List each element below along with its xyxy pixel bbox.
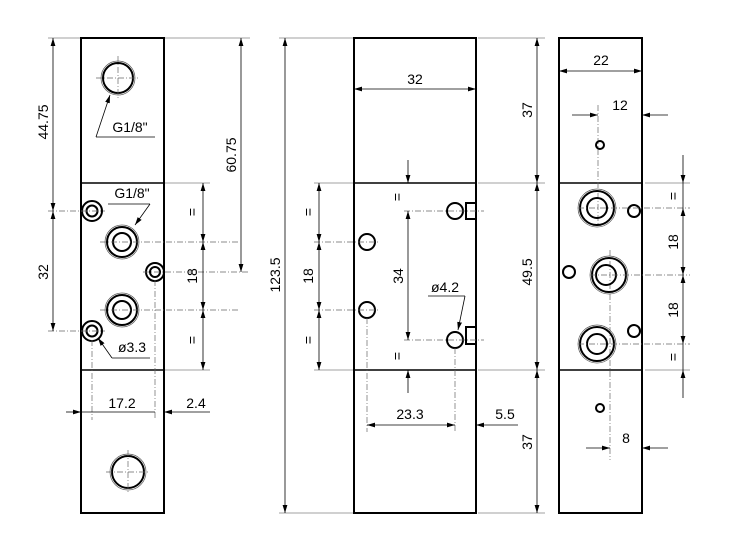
dim-32-mid: 32	[407, 71, 423, 87]
middle-body	[353, 37, 477, 514]
dim-2-4: 2.4	[186, 395, 206, 411]
dim-eq: =	[665, 353, 681, 361]
port-bottom	[106, 450, 150, 494]
dim-23-3: 23.3	[396, 406, 423, 422]
dim-12: 12	[612, 97, 628, 113]
dim-44-75: 44.75	[35, 104, 51, 139]
dim-8: 8	[622, 430, 630, 446]
port-label-mid: G1/8"	[114, 185, 149, 201]
dim-123-5: 123.5	[267, 257, 283, 292]
dim-60-75: 60.75	[223, 137, 239, 172]
left-view: G1/8" G1/8" ø3.3 44.75 32 60.75 = 18 = 1…	[35, 37, 250, 514]
hole-dia-label: ø3.3	[118, 339, 146, 355]
dim-37-bottom: 37	[519, 434, 535, 450]
dim-5-5: 5.5	[495, 406, 515, 422]
right-view: 22 12 8 = 18 18 =	[558, 37, 690, 514]
dim-17-2: 17.2	[108, 395, 135, 411]
dim-eq: =	[300, 336, 316, 344]
dim-eq: =	[389, 352, 405, 360]
dim-32: 32	[35, 264, 51, 280]
dim-eq: =	[300, 208, 316, 216]
dim-eq: =	[389, 193, 405, 201]
dim-eq: =	[184, 208, 200, 216]
dim-18: 18	[184, 268, 200, 284]
dim-22: 22	[593, 52, 609, 68]
port-top	[96, 56, 140, 100]
dim-18-mid: 18	[300, 268, 316, 284]
middle-view: 123.5 32 = 18 = = 34 = ø4.2 23.3 5.5 37 …	[267, 37, 545, 514]
dim-34: 34	[390, 268, 406, 284]
dim-eq: =	[665, 192, 681, 200]
dim-18-b: 18	[665, 302, 681, 318]
port-label-top: G1/8"	[112, 119, 147, 135]
dim-eq: =	[184, 336, 200, 344]
hole-dia-label-mid: ø4.2	[431, 279, 459, 295]
dim-49-5: 49.5	[519, 258, 535, 285]
dim-37-top: 37	[519, 102, 535, 118]
dim-18-a: 18	[665, 234, 681, 250]
